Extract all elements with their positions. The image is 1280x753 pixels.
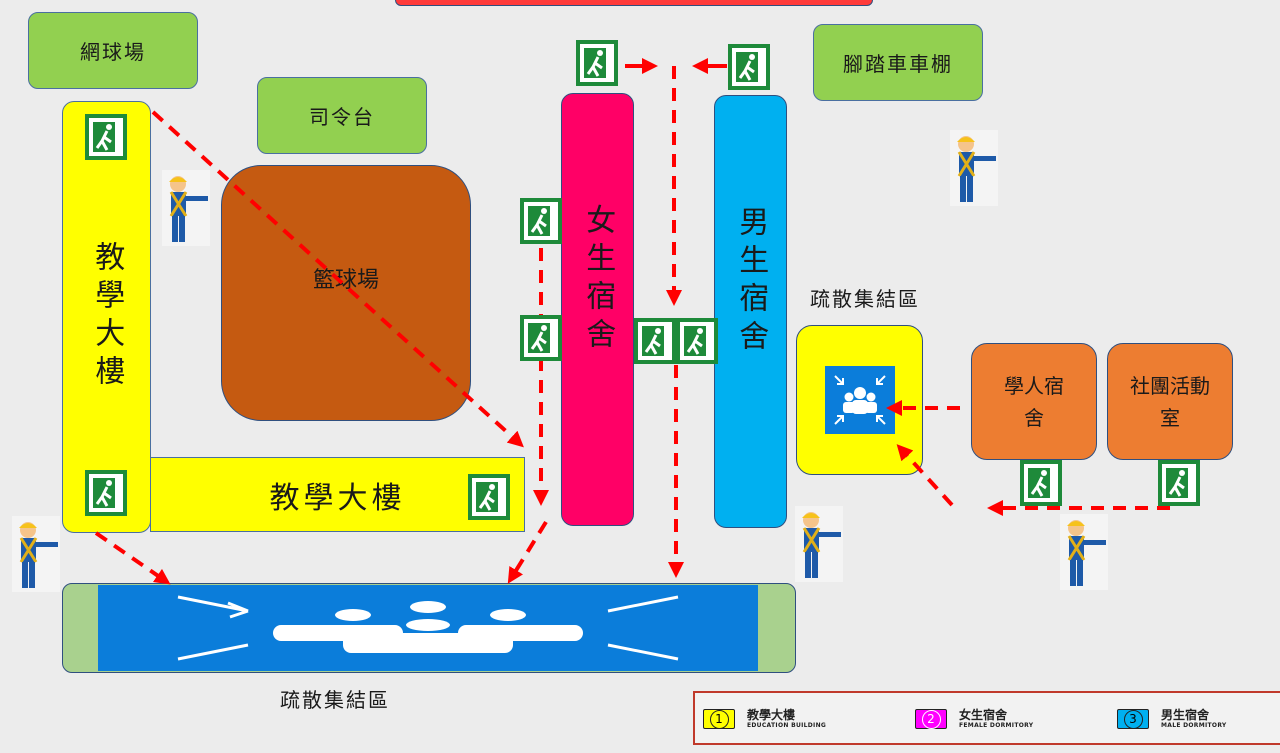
female-dorm: 女生宿舍 [561, 93, 634, 526]
legend-number: 1 [709, 709, 729, 729]
female-dorm-label: 女生宿舍 [580, 203, 616, 356]
podium: 司令台 [257, 77, 427, 154]
assembly-area-bottom [62, 583, 796, 673]
legend-swatch: 1 [703, 709, 735, 729]
traffic-guard-icon [793, 504, 845, 584]
legend-label-zh: 男生宿舍 [1161, 708, 1210, 722]
tennis-court-label: 網球場 [80, 40, 146, 64]
top-building-edge [395, 0, 873, 6]
legend-swatch: 2 [915, 709, 947, 729]
assembly-area-right-label: 疏散集結區 [790, 282, 940, 312]
male-dorm-label: 男生宿舍 [733, 205, 769, 358]
legend-number: 2 [921, 709, 941, 729]
assembly-point-icon [98, 585, 758, 671]
legend-label-en: EDUCATION BUILDING [747, 722, 827, 729]
male-dorm: 男生宿舍 [714, 95, 787, 528]
emergency-exit-icon [518, 196, 564, 246]
emergency-exit-icon [1156, 458, 1202, 508]
traffic-guard-icon [948, 128, 1000, 208]
emergency-exit-icon [632, 316, 678, 366]
legend-label-zh: 女生宿舍 [959, 708, 1008, 722]
legend-item-male: 3 男生宿舍 MALE DORMITORY [1117, 709, 1227, 729]
route-teaching-to-bottom [94, 531, 171, 585]
club-room-label: 社團活動室 [1130, 373, 1210, 430]
podium-label: 司令台 [309, 105, 375, 129]
teaching-building-horizontal: 教學大樓 [150, 457, 525, 532]
assembly-area-bottom-label: 疏散集結區 [250, 683, 420, 713]
tennis-court: 網球場 [28, 12, 198, 89]
assembly-area-right [796, 325, 923, 475]
teaching-building-horizontal-label: 教學大樓 [269, 480, 406, 516]
legend-item-female: 2 女生宿舍 FEMALE DORMITORY [915, 709, 1033, 729]
legend-item-education: 1 教學大樓 EDUCATION BUILDING [703, 709, 826, 729]
traffic-guard-icon [1058, 512, 1110, 592]
emergency-exit-icon [1018, 458, 1064, 508]
legend-label-zh: 教學大樓 [747, 708, 796, 722]
club-room: 社團活動室 [1107, 343, 1233, 460]
emergency-exit-icon [518, 313, 564, 363]
scholar-dorm-label: 學人宿舍 [1004, 373, 1064, 430]
basketball-court: 籃球場 [221, 165, 471, 421]
bike-shed: 腳踏車車棚 [813, 24, 983, 101]
emergency-exit-icon [574, 38, 620, 88]
assembly-area-bottom-text: 疏散集結區 [280, 687, 390, 712]
legend-number: 3 [1123, 709, 1143, 729]
bike-shed-label: 腳踏車車棚 [843, 52, 953, 76]
assembly-point-icon [824, 366, 895, 434]
legend-label-en: MALE DORMITORY [1161, 722, 1227, 729]
assembly-area-right-text: 疏散集結區 [810, 286, 920, 311]
emergency-exit-icon [726, 42, 772, 92]
legend-swatch: 3 [1117, 709, 1149, 729]
teaching-building-vertical: 教學大樓 [62, 101, 151, 533]
legend-label-en: FEMALE DORMITORY [959, 722, 1034, 729]
traffic-guard-icon [10, 514, 62, 594]
traffic-guard-icon [160, 168, 212, 248]
scholar-dorm: 學人宿舍 [971, 343, 1097, 460]
map-legend: 1 教學大樓 EDUCATION BUILDING 2 女生宿舍 FEMALE … [693, 691, 1280, 745]
teaching-building-vertical-label: 教學大樓 [89, 241, 125, 393]
basketball-court-label: 籃球場 [312, 268, 379, 293]
emergency-exit-icon [674, 316, 720, 366]
